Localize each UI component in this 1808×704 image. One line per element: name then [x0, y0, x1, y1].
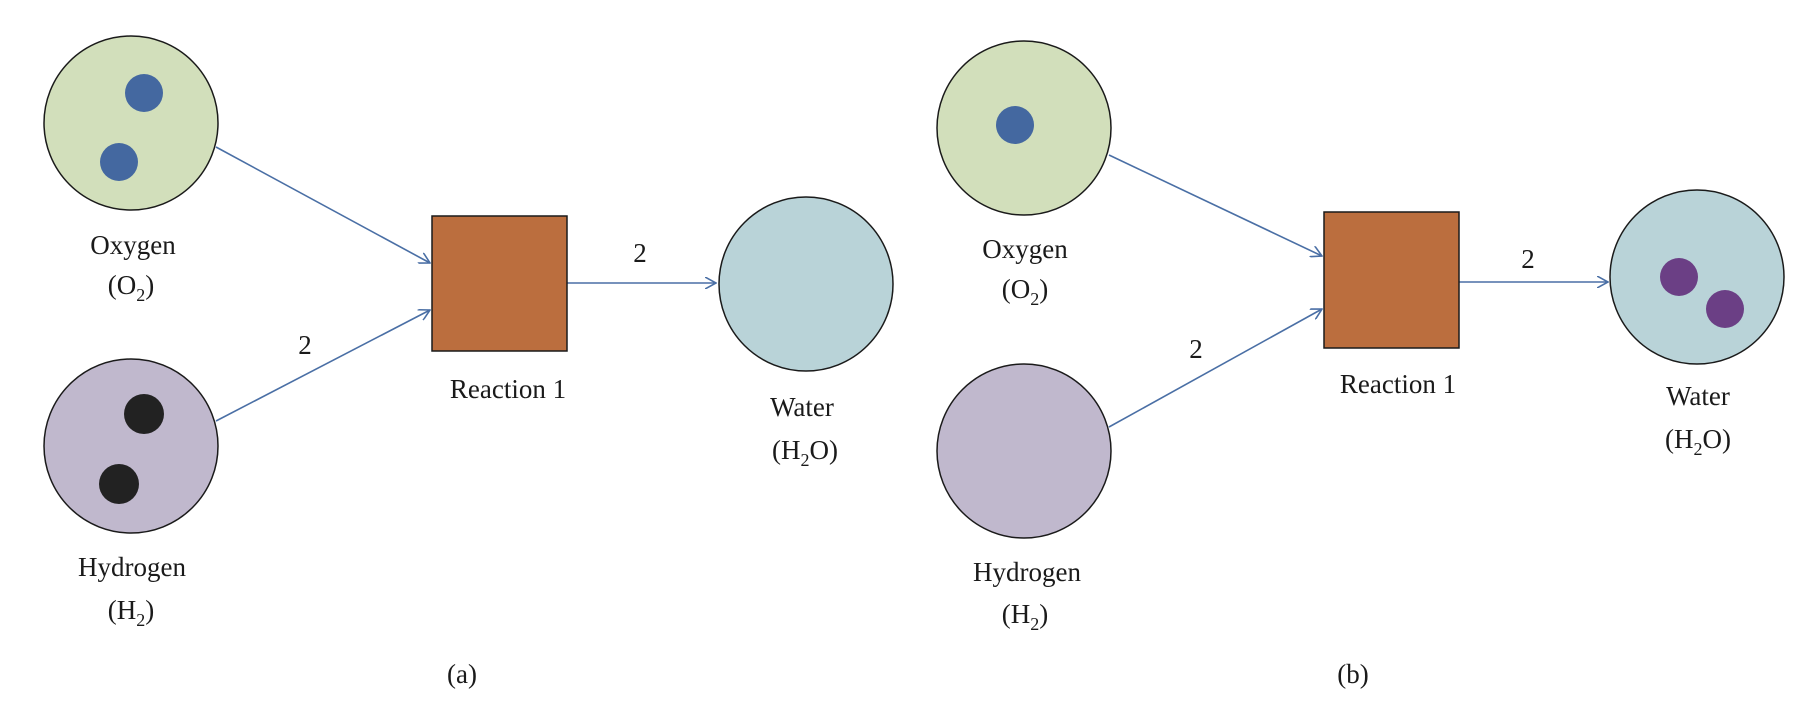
water-formula: (H2O)	[1665, 424, 1731, 459]
oxygen-tokens	[996, 106, 1034, 144]
transition-label: Reaction 1	[1340, 369, 1456, 399]
arc-oxygen-to-reaction	[1108, 154, 1322, 256]
hydrogen-formula: (H2)	[1002, 599, 1049, 634]
arc-oxygen-to-reaction	[215, 146, 430, 263]
oxygen-formula: (O2)	[1002, 274, 1049, 309]
hydrogen-label: Hydrogen	[973, 557, 1081, 587]
transition-reaction	[431, 215, 568, 352]
water-label: Water	[770, 392, 834, 422]
panel-caption: (b)	[1337, 659, 1368, 689]
oxygen-token	[996, 106, 1034, 144]
water-token	[1660, 258, 1698, 296]
oxygen-tokens	[100, 74, 163, 181]
place-hydrogen	[936, 363, 1112, 539]
place-water	[718, 196, 894, 372]
hydrogen-label: Hydrogen	[78, 552, 186, 582]
arc-weight-water: 2	[633, 238, 647, 268]
water-formula: (H2O)	[772, 435, 838, 470]
hydrogen-token	[124, 394, 164, 434]
arc-hydrogen-to-reaction	[215, 310, 430, 422]
arc-weight-water: 2	[1521, 244, 1535, 274]
place-oxygen	[43, 35, 219, 211]
oxygen-label: Oxygen	[982, 234, 1068, 264]
panel-b: Oxygen (O2) Hydrogen (H2) Reaction 1 2 2…	[936, 40, 1785, 689]
hydrogen-token	[99, 464, 139, 504]
panel-a: Oxygen (O2) Hydrogen (H2) Reaction 1 2 2…	[43, 35, 894, 689]
transition-reaction	[1323, 211, 1460, 349]
transition-label: Reaction 1	[450, 374, 566, 404]
arc-weight-hydrogen: 2	[298, 330, 312, 360]
oxygen-token	[100, 143, 138, 181]
hydrogen-tokens	[99, 394, 164, 504]
water-label: Water	[1666, 381, 1730, 411]
arc-hydrogen-to-reaction	[1108, 309, 1322, 428]
arc-weight-hydrogen: 2	[1189, 334, 1203, 364]
oxygen-token	[125, 74, 163, 112]
water-tokens	[1660, 258, 1744, 328]
panel-caption: (a)	[447, 659, 477, 689]
oxygen-label: Oxygen	[90, 230, 176, 260]
place-hydrogen	[43, 358, 219, 534]
oxygen-formula: (O2)	[108, 270, 155, 305]
hydrogen-formula: (H2)	[108, 595, 155, 630]
water-token	[1706, 290, 1744, 328]
